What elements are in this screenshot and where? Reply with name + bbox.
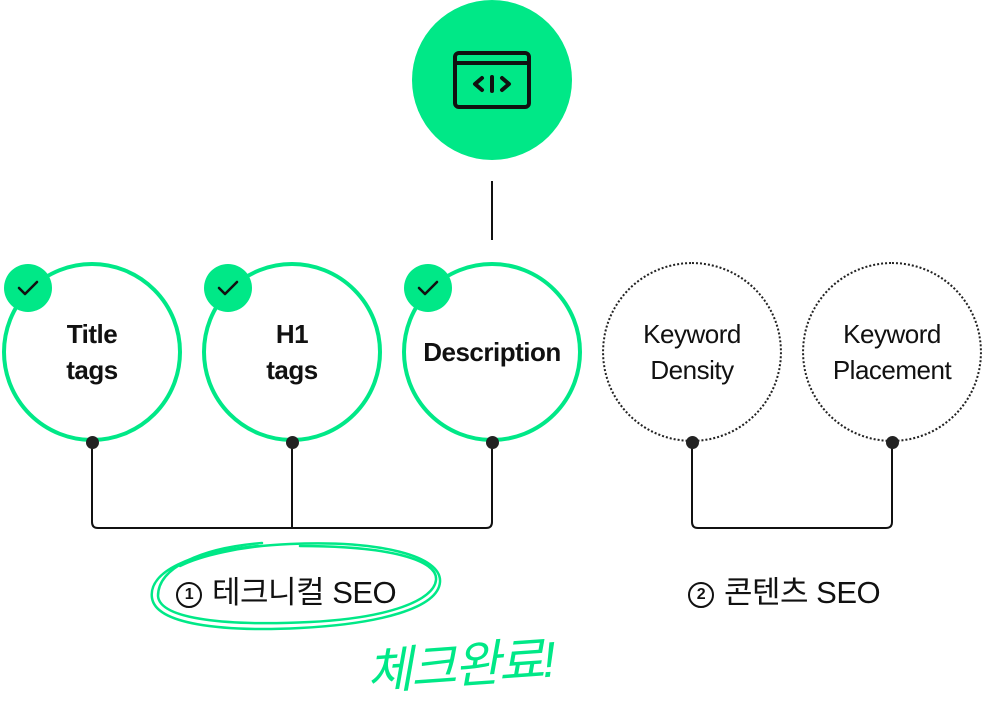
node-label: Keyword Density <box>643 319 741 385</box>
group-label-content-seo: 2 콘텐츠 SEO <box>688 567 881 612</box>
check-badge <box>204 264 252 312</box>
node-keyword-density: Keyword Density <box>602 262 782 442</box>
group-title: 콘텐츠 SEO <box>724 575 881 610</box>
check-badge <box>4 264 52 312</box>
highlight-scribble <box>150 541 442 631</box>
connector-dot <box>486 436 499 449</box>
number-badge: 1 <box>176 582 202 608</box>
group-label-technical-seo: 1 테크니컬 SEO <box>176 567 397 612</box>
connector-dot <box>886 436 899 449</box>
group-title: 테크니컬 SEO <box>212 575 397 610</box>
checkmark-icon <box>17 280 39 296</box>
node-label: Description <box>423 337 561 367</box>
node-label: Keyword Placement <box>832 319 952 385</box>
node-title-tags: Title tags <box>2 262 182 442</box>
checkmark-icon <box>217 280 239 296</box>
node-keyword-placement: Keyword Placement <box>802 262 982 442</box>
code-window-icon <box>453 51 531 109</box>
node-h1-tags: H1 tags <box>202 262 382 442</box>
connector-dot <box>286 436 299 449</box>
connector-dot <box>86 436 99 449</box>
node-label: Title tags <box>66 319 118 385</box>
checkmark-icon <box>417 280 439 296</box>
check-badge <box>404 264 452 312</box>
connector-dot <box>686 436 699 449</box>
handwritten-annotation: 체크완료! <box>364 631 556 701</box>
number-badge: 2 <box>688 582 714 608</box>
hub-node <box>412 0 572 160</box>
node-label: H1 tags <box>266 319 318 385</box>
